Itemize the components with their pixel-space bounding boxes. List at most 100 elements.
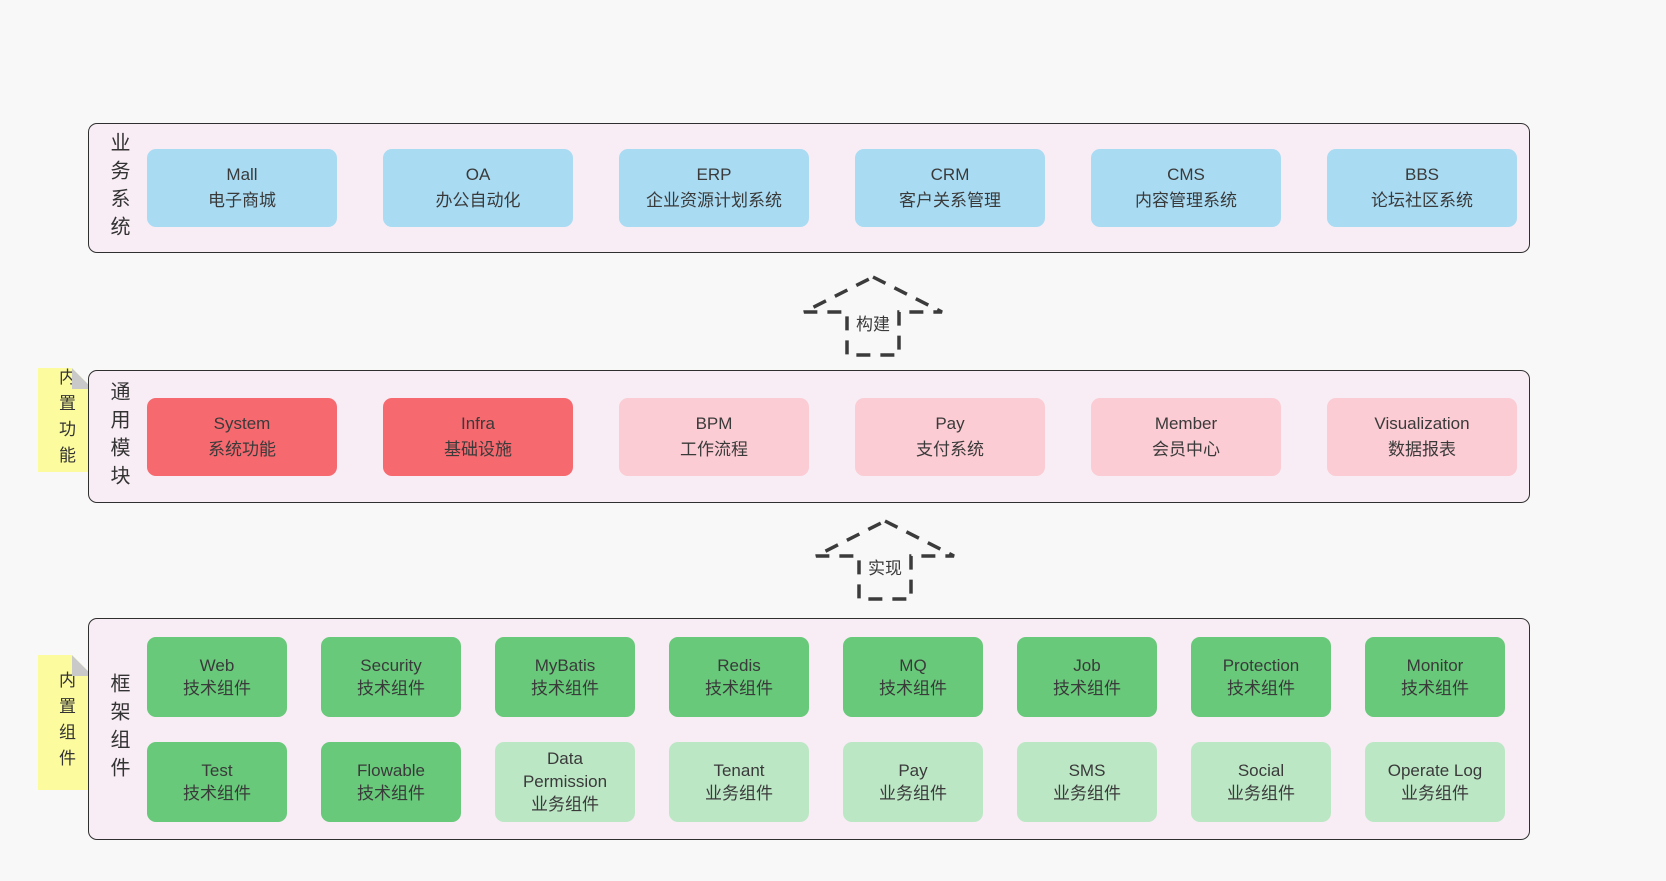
sticky-built-in-components: 内置组件 xyxy=(38,655,93,790)
box-title: Protection xyxy=(1222,655,1300,675)
box-sms: SMS 业务组件 xyxy=(1017,741,1157,822)
box-flowable: Flowable 技术组件 xyxy=(321,741,461,822)
box-title: Test xyxy=(201,760,233,780)
box-subtitle: 技术组件 xyxy=(357,783,425,803)
sticky-built-in-features: 内置功能 xyxy=(38,368,93,472)
box-infra: Infra 基础设施 xyxy=(383,397,573,476)
box-subtitle: 数据报表 xyxy=(1388,439,1456,459)
box-mq: MQ 技术组件 xyxy=(843,636,983,717)
panel-common-modules: 通用模块 System 系统功能 Infra 基础设施 BPM 工作流程 Pay… xyxy=(88,370,1530,503)
box-data-permission: Data Permission 业务组件 xyxy=(495,741,635,822)
box-security: Security 技术组件 xyxy=(321,636,461,717)
box-title: Mall xyxy=(226,165,258,184)
box-subtitle: 业务组件 xyxy=(1227,783,1295,803)
box-subtitle: 会员中心 xyxy=(1152,439,1220,459)
business-boxes-row: Mall 电子商城 OA 办公自动化 ERP 企业资源计划系统 CRM 客户关系… xyxy=(147,149,1517,227)
box-visualization: Visualization 数据报表 xyxy=(1327,397,1517,476)
box-title: MyBatis xyxy=(534,655,596,675)
box-subtitle: 技术组件 xyxy=(1053,678,1121,698)
box-pay-module: Pay 支付系统 xyxy=(855,397,1045,476)
box-subtitle: 论坛社区系统 xyxy=(1371,191,1473,210)
box-monitor: Monitor 技术组件 xyxy=(1365,636,1505,717)
arrow-build-label: 构建 xyxy=(851,310,895,335)
arrow-implement: 实现 xyxy=(815,518,955,602)
box-subtitle: 办公自动化 xyxy=(435,191,521,210)
box-protection: Protection 技术组件 xyxy=(1191,636,1331,717)
box-title: BBS xyxy=(1404,165,1440,184)
box-operate-log: Operate Log 业务组件 xyxy=(1365,741,1505,822)
box-tenant: Tenant 业务组件 xyxy=(669,741,809,822)
box-test: Test 技术组件 xyxy=(147,741,287,822)
arrow-up-icon xyxy=(803,275,943,357)
box-mybatis: MyBatis 技术组件 xyxy=(495,636,635,717)
box-title: SMS xyxy=(1068,760,1106,780)
box-subtitle: 业务组件 xyxy=(879,783,947,803)
box-title: MQ xyxy=(899,655,927,675)
box-subtitle: 系统功能 xyxy=(208,439,276,459)
box-title: Pay xyxy=(898,760,928,780)
box-title: Data Permission xyxy=(522,749,608,791)
box-title: Tenant xyxy=(713,760,765,780)
box-subtitle: 技术组件 xyxy=(1401,678,1469,698)
box-title: CMS xyxy=(1167,165,1205,184)
box-subtitle: 技术组件 xyxy=(879,678,947,698)
box-subtitle: 业务组件 xyxy=(531,795,599,814)
box-crm: CRM 客户关系管理 xyxy=(855,149,1045,227)
box-subtitle: 技术组件 xyxy=(183,783,251,803)
box-title: ERP xyxy=(696,165,732,184)
framework-boxes-grid: Web 技术组件 Security 技术组件 MyBatis 技术组件 Redi… xyxy=(147,636,1505,822)
box-title: BPM xyxy=(695,413,733,433)
box-title: Operate Log xyxy=(1387,760,1483,780)
box-subtitle: 技术组件 xyxy=(531,678,599,698)
box-title: Redis xyxy=(717,655,761,675)
box-bbs: BBS 论坛社区系统 xyxy=(1327,149,1517,227)
box-subtitle: 技术组件 xyxy=(183,678,251,698)
panel-business-label: 业务系统 xyxy=(107,132,129,244)
box-title: Member xyxy=(1154,413,1218,433)
arrow-implement-label: 实现 xyxy=(863,554,907,579)
box-title: Security xyxy=(360,655,422,675)
box-title: CRM xyxy=(930,165,970,184)
box-bpm: BPM 工作流程 xyxy=(619,397,809,476)
sticky-built-in-components-label: 内置组件 xyxy=(56,670,75,775)
arrow-build: 构建 xyxy=(803,274,943,358)
box-pay-component: Pay 业务组件 xyxy=(843,741,983,822)
box-title: Visualization xyxy=(1374,413,1470,433)
box-web: Web 技术组件 xyxy=(147,636,287,717)
box-title: OA xyxy=(465,165,491,184)
box-title: Monitor xyxy=(1406,655,1464,675)
box-subtitle: 业务组件 xyxy=(705,783,773,803)
box-subtitle: 电子商城 xyxy=(208,191,276,210)
box-oa: OA 办公自动化 xyxy=(383,149,573,227)
panel-common-label-wrap: 通用模块 xyxy=(101,381,135,493)
box-title: Pay xyxy=(935,413,965,433)
box-subtitle: 业务组件 xyxy=(1053,783,1121,803)
panel-framework-label-wrap: 框架组件 xyxy=(101,673,135,785)
common-boxes-row: System 系统功能 Infra 基础设施 BPM 工作流程 Pay 支付系统… xyxy=(147,397,1517,476)
arrow-up-icon xyxy=(815,519,955,601)
box-subtitle: 支付系统 xyxy=(916,439,984,459)
panel-common-label: 通用模块 xyxy=(107,380,129,493)
box-title: Flowable xyxy=(356,760,426,780)
panel-business-label-wrap: 业务系统 xyxy=(101,132,135,244)
box-mall: Mall 电子商城 xyxy=(147,149,337,227)
box-cms: CMS 内容管理系统 xyxy=(1091,149,1281,227)
box-redis: Redis 技术组件 xyxy=(669,636,809,717)
box-subtitle: 企业资源计划系统 xyxy=(646,191,782,210)
box-social: Social 业务组件 xyxy=(1191,741,1331,822)
box-title: Infra xyxy=(460,413,496,433)
box-job: Job 技术组件 xyxy=(1017,636,1157,717)
panel-business-systems: 业务系统 Mall 电子商城 OA 办公自动化 ERP 企业资源计划系统 CRM… xyxy=(88,123,1530,253)
box-subtitle: 客户关系管理 xyxy=(899,191,1001,210)
box-subtitle: 技术组件 xyxy=(705,678,773,698)
box-subtitle: 工作流程 xyxy=(680,439,748,459)
box-subtitle: 技术组件 xyxy=(357,678,425,698)
sticky-built-in-features-label: 内置功能 xyxy=(56,368,75,472)
panel-framework-label: 框架组件 xyxy=(107,673,129,785)
box-member: Member 会员中心 xyxy=(1091,397,1281,476)
box-title: System xyxy=(213,413,271,433)
box-subtitle: 内容管理系统 xyxy=(1135,191,1237,210)
panel-framework-components: 框架组件 Web 技术组件 Security 技术组件 MyBatis 技术组件… xyxy=(88,618,1530,840)
box-subtitle: 业务组件 xyxy=(1401,783,1469,803)
